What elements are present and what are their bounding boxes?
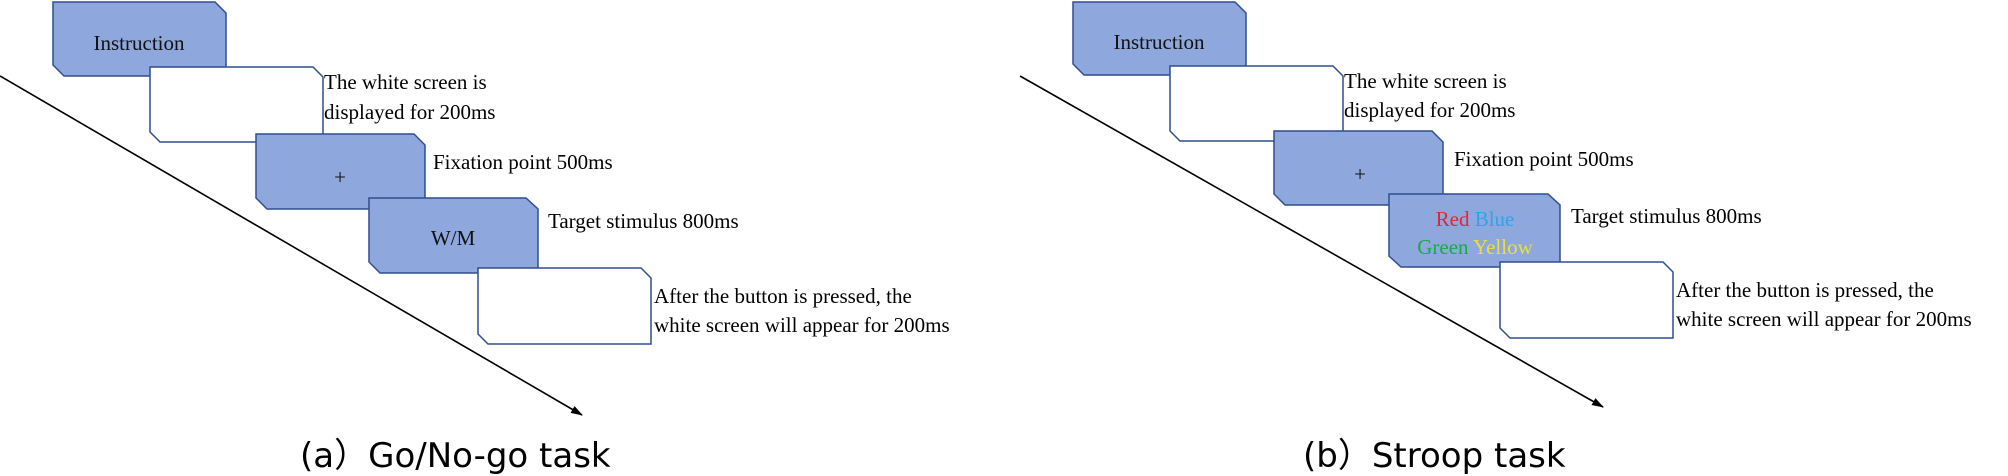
caption-b: (b）Stroop task: [1303, 436, 1566, 476]
stroop-words-row1: Red Blue: [1436, 207, 1515, 231]
stroop-word-yellow: Yellow: [1473, 235, 1534, 259]
after-desc-line2-a: white screen will appear for 200ms: [654, 313, 950, 337]
panel-a: Instruction The white screen is displaye…: [0, 1, 950, 476]
instruction-label-a: Instruction: [94, 31, 185, 55]
target-desc-a: Target stimulus 800ms: [548, 209, 739, 233]
stroop-word-red: Red: [1436, 207, 1470, 231]
timeline-arrow-b: [1019, 75, 1604, 408]
white-screen-desc-line2-a: displayed for 200ms: [324, 100, 495, 124]
fixation-symbol-a: +: [334, 165, 346, 189]
white-screen-box-a2: [477, 267, 652, 345]
white-screen-desc-line1-a: The white screen is: [324, 70, 487, 94]
stroop-word-green: Green: [1417, 235, 1469, 259]
white-screen-desc-line1-b: The white screen is: [1344, 69, 1507, 93]
stroop-words-row2: Green Yellow: [1417, 235, 1533, 259]
after-desc-line2-b: white screen will appear for 200ms: [1676, 307, 1972, 331]
panel-b: Instruction The white screen is displaye…: [1019, 1, 1972, 476]
fixation-desc-b: Fixation point 500ms: [1454, 147, 1634, 171]
target-symbol-a: W/M: [431, 226, 476, 250]
after-desc-line1-b: After the button is pressed, the: [1676, 278, 1934, 302]
target-desc-b: Target stimulus 800ms: [1571, 204, 1762, 228]
fixation-symbol-b: +: [1354, 162, 1366, 186]
white-screen-box-b1: [1169, 65, 1344, 142]
stroop-word-blue: Blue: [1475, 207, 1515, 231]
after-desc-line1-a: After the button is pressed, the: [654, 284, 912, 308]
timeline-arrow-a: [0, 75, 583, 416]
caption-a: (a）Go/No-go task: [300, 436, 611, 476]
white-screen-desc-line2-b: displayed for 200ms: [1344, 98, 1515, 122]
white-screen-box-b2: [1499, 261, 1674, 339]
fixation-desc-a: Fixation point 500ms: [433, 150, 613, 174]
instruction-label-b: Instruction: [1114, 30, 1205, 54]
white-screen-box-a1: [149, 66, 324, 143]
